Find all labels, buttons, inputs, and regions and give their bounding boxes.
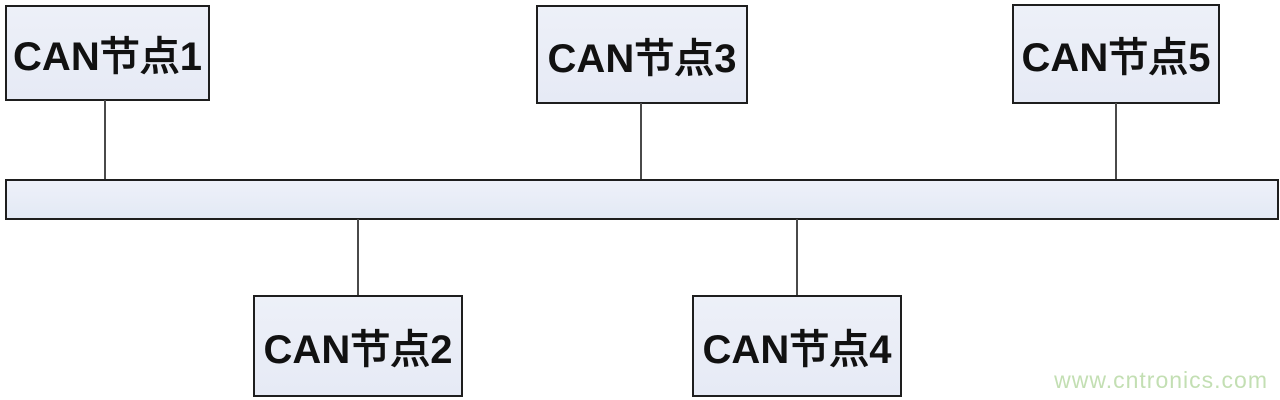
node-label: CAN节点1 xyxy=(13,35,202,79)
node-box-can-node-5: CAN节点5 xyxy=(1012,4,1220,104)
node-box-can-node-1: CAN节点1 xyxy=(5,5,210,101)
node-label: CAN节点3 xyxy=(547,36,737,81)
node-box-can-node-2: CAN节点2 xyxy=(253,295,463,397)
node-box-can-node-4: CAN节点4 xyxy=(692,295,902,397)
connector-line-bus-node2 xyxy=(357,219,359,295)
connector-line-bus-node4 xyxy=(796,219,798,295)
connector-line-node5-bus xyxy=(1115,103,1117,179)
watermark: www.cntronics.com xyxy=(1054,367,1268,393)
node-label: CAN节点2 xyxy=(263,328,453,372)
node-label: CAN节点5 xyxy=(1021,36,1211,80)
node-box-can-node-3: CAN节点3 xyxy=(536,5,748,104)
bus-bar xyxy=(5,179,1279,220)
node-label: CAN节点4 xyxy=(702,328,892,372)
connector-line-node3-bus xyxy=(640,103,642,179)
connector-line-node1-bus xyxy=(104,100,106,179)
